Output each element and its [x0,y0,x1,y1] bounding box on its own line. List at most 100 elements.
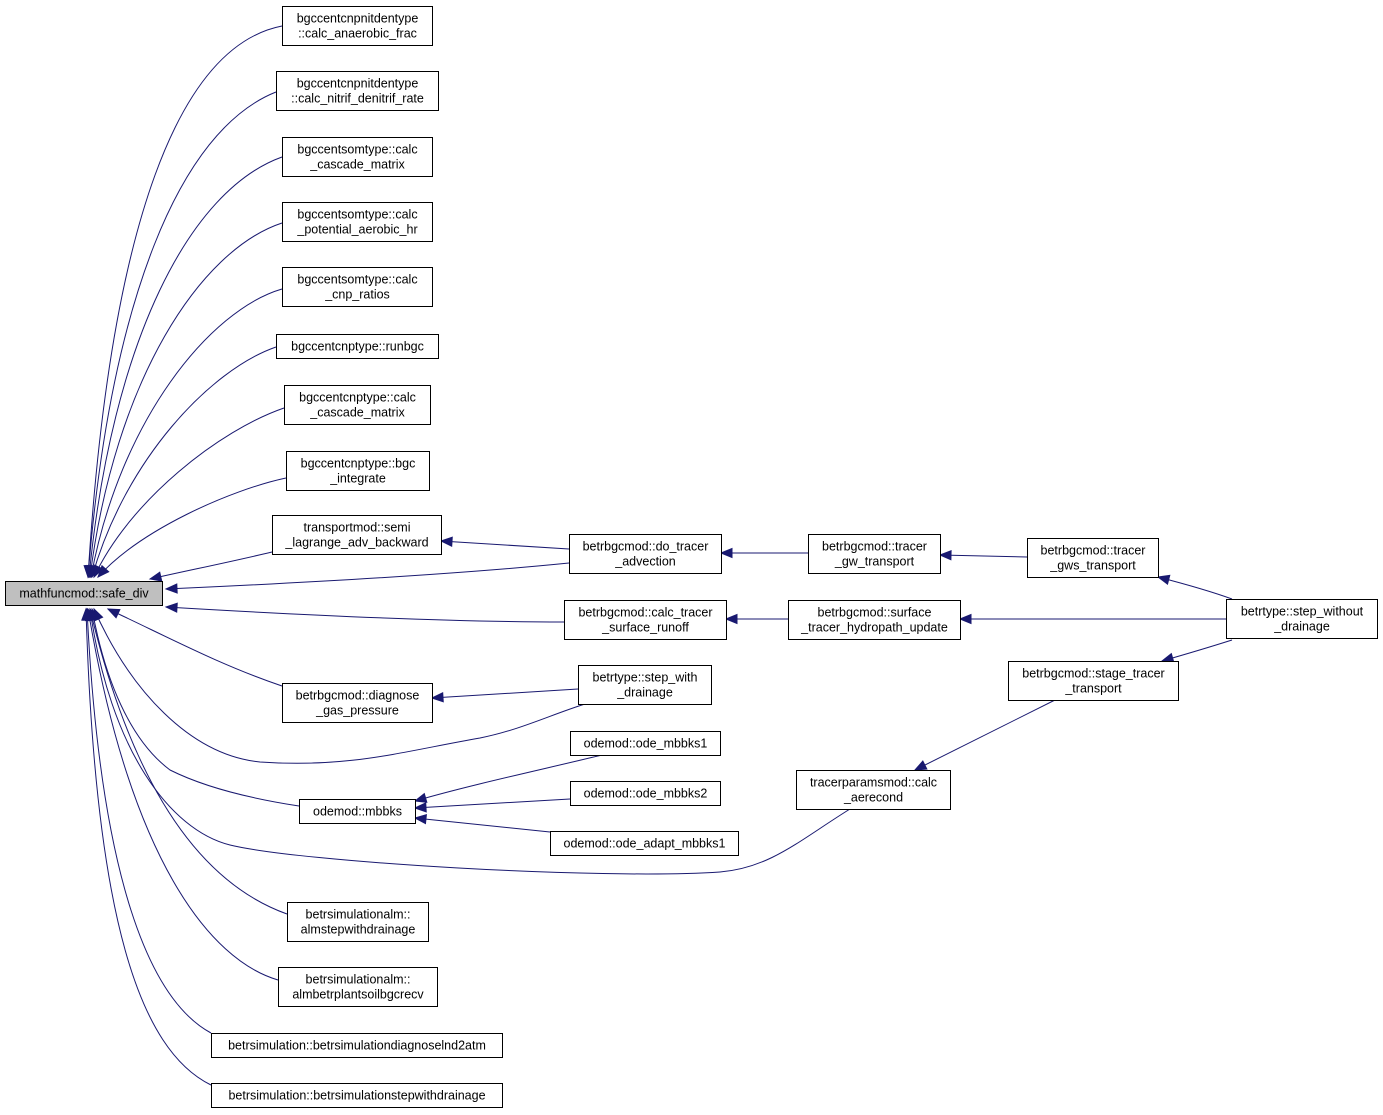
node-label-line: betrbgcmod::surface [818,606,932,620]
node-label-line: _tracer_hydropath_update [800,621,948,635]
node-function-n15[interactable]: betrbgcmod::surface_tracer_hydropath_upd… [788,600,961,640]
node-label-line: betrbgcmod::stage_tracer [1022,667,1164,681]
node-function-n25[interactable]: betrsimulationalm::almbetrplantsoilbgcre… [278,967,438,1007]
edge-arrowhead [430,692,444,703]
node-label-line: _drainage [1273,620,1330,634]
node-function-n22[interactable]: odemod::ode_adapt_mbbks1 [550,831,739,856]
node-box [1226,599,1378,639]
edge-arrowhead [413,813,427,825]
node-label-line: transportmod::semi [304,521,411,535]
node-function-n12[interactable]: betrbgcmod::tracer_gws_transport [1027,538,1159,578]
node-label-line: _transport [1064,682,1122,696]
node-function-n7[interactable]: bgccentcnptype::calc_cascade_matrix [284,385,431,425]
node-function-n9[interactable]: transportmod::semi_lagrange_adv_backward [272,515,442,555]
edge-line [91,346,277,578]
node-box [788,600,961,640]
node-box [1027,538,1159,578]
node-label-line: odemod::ode_mbbks1 [584,737,708,751]
edge-line [414,798,571,809]
node-box [282,267,433,307]
node-function-n18[interactable]: betrbgcmod::stage_tracer_transport [1008,661,1179,701]
node-function-n23[interactable]: tracerparamsmod::calc_aerecond [796,770,951,810]
edge-line [914,699,1056,771]
edge-line [85,608,212,1086]
edge-n10-n9 [439,536,570,550]
edge-line [90,288,283,578]
node-function-n21[interactable]: odemod::ode_mbbks2 [570,781,721,806]
node-label-line: _potential_aerobic_hr [296,223,417,237]
node-label-line: betrsimulationalm:: [306,908,411,922]
edge-line [91,608,300,807]
node-function-n4[interactable]: bgccentsomtype::calc_potential_aerobic_h… [282,202,433,242]
node-label-line: _cascade_matrix [309,406,405,420]
edge-n21-n20 [413,798,571,813]
node-function-n11[interactable]: betrbgcmod::tracer_gw_transport [808,534,941,574]
node-box [276,334,439,359]
node-label-line: _gw_transport [834,555,915,569]
edge-n22-n20 [413,813,551,833]
edge-n7-root [93,407,285,579]
node-box [282,202,433,242]
node-label-line: _integrate [329,472,386,486]
node-function-n5[interactable]: bgccentsomtype::calc_cnp_ratios [282,267,433,307]
node-box [796,770,951,810]
node-box [564,600,727,640]
node-label-line: _cnp_ratios [324,288,390,302]
node-function-n27[interactable]: betrsimulation::betrsimulationstepwithdr… [211,1083,503,1108]
node-root-function[interactable]: mathfuncmod::safe_div [5,581,163,606]
edge-line [88,156,283,578]
node-function-n17[interactable]: betrtype::step_with_drainage [578,665,712,705]
edge-n18-n23 [913,699,1056,771]
edge-line [107,608,283,687]
edge-arrowhead [164,583,178,594]
node-label-line: _aerecond [843,791,903,805]
node-label-line: betrbgcmod::calc_tracer [578,606,712,620]
edge-n10-root [164,562,570,594]
node-label-line: betrsimulationalm:: [306,973,411,987]
node-box [276,71,439,111]
node-box [284,385,431,425]
node-function-n6[interactable]: bgccentcnptype::runbgc [276,334,439,359]
node-label-line: almbetrplantsoilbgcrecv [292,988,424,1002]
edge-arrowhead [439,536,453,547]
node-function-n26[interactable]: betrsimulation::betrsimulationdiagnoseln… [211,1033,503,1058]
node-function-n1[interactable]: bgccentcnpnitdentype::calc_anaerobic_fra… [282,6,433,46]
node-label-line: betrsimulation::betrsimulationdiagnoseln… [228,1039,486,1053]
node-box [282,683,433,723]
node-label-line: almstepwithdrainage [301,923,416,937]
edge-n13-n12 [1156,574,1233,600]
edge-n4-root [86,222,283,579]
node-function-n24[interactable]: betrsimulationalm::almstepwithdrainage [287,902,429,942]
edge-line [89,608,288,915]
edge-n27-root [81,607,212,1086]
edge-line [165,562,570,590]
node-label-line: odemod::mbbks [313,805,402,819]
node-function-n10[interactable]: betrbgcmod::do_tracer_advection [569,534,722,574]
edge-n16-root [106,608,283,687]
node-function-n14[interactable]: betrbgcmod::calc_tracer_surface_runoff [564,600,727,640]
nodes-layer: mathfuncmod::safe_div bgccentcnpnitdentyp… [5,6,1378,1108]
node-box [299,799,416,824]
edge-line [165,606,565,623]
node-box [282,6,433,46]
node-function-n2[interactable]: bgccentcnpnitdentype::calc_nitrif_denitr… [276,71,439,111]
node-label-line: _surface_runoff [601,621,689,635]
node-function-n16[interactable]: betrbgcmod::diagnose_gas_pressure [282,683,433,723]
node-function-n3[interactable]: bgccentsomtype::calc_cascade_matrix [282,137,433,177]
edge-n6-root [90,346,277,579]
edge-arrowhead [724,613,738,625]
node-label-line: betrbgcmod::tracer [1041,544,1146,558]
edge-arrowhead [1156,574,1171,585]
edge-n25-root [84,607,279,981]
node-function-n13[interactable]: betrtype::step_without_drainage [1226,599,1378,639]
node-function-n19[interactable]: odemod::ode_mbbks1 [570,731,721,756]
node-function-n20[interactable]: odemod::mbbks [299,799,416,824]
node-box [1008,661,1179,701]
node-box [282,137,433,177]
edge-line [1157,576,1233,600]
node-label-line: ::calc_nitrif_denitrif_rate [291,92,424,106]
node-label-line: betrbgcmod::diagnose [296,689,420,703]
node-function-n8[interactable]: bgccentcnptype::bgc_integrate [286,451,430,491]
edge-arrowhead [938,550,952,561]
edge-arrowhead [148,571,163,582]
